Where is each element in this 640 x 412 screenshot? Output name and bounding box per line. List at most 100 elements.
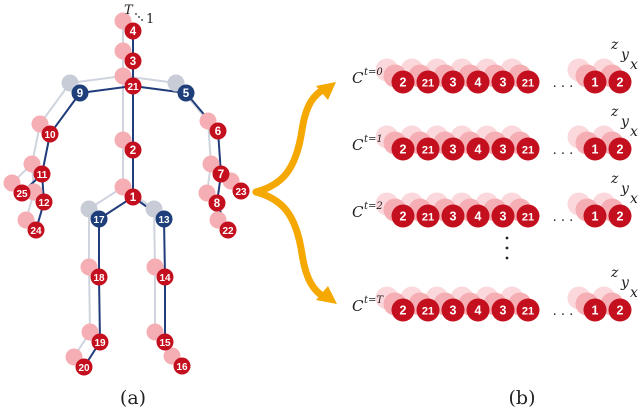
sequence-node (516, 204, 540, 228)
sequence-ellipsis: . . . (553, 304, 574, 319)
vertical-ellipsis-dot (505, 256, 509, 260)
sequence-node (491, 70, 515, 94)
time-label-1: 1 (146, 12, 154, 27)
sequence-node-label: 3 (500, 210, 507, 224)
sequence-node-label: 4 (475, 210, 482, 224)
joint-knee_r (90, 268, 108, 286)
sequence-node-label: 4 (475, 76, 482, 90)
axis-label-x: x (630, 191, 638, 207)
sequence-node (391, 137, 415, 161)
sequence-node (441, 70, 465, 94)
sequence-node-label: 1 (592, 304, 599, 318)
ghost-bone (153, 208, 156, 268)
joint-label-neck: 3 (130, 56, 136, 68)
sequence-node (466, 204, 490, 228)
sequence-node-label: 3 (500, 143, 507, 157)
vertical-ellipsis-dot (505, 246, 509, 250)
sequence-node (466, 137, 490, 161)
arrow-shaft-up (252, 84, 330, 196)
joint-handtip_l (219, 221, 237, 239)
sequence-node-label: 2 (617, 76, 624, 90)
ghost-bone (88, 266, 91, 333)
joint-label-handtip_r: 24 (30, 226, 42, 237)
axis-label-x: x (630, 124, 638, 140)
frame-label-superscript: t=0 (364, 67, 383, 78)
sequence-node (516, 70, 540, 94)
sequence-node (416, 204, 440, 228)
joint-label-ankle_l: 15 (159, 338, 171, 349)
sequence-node-label: 2 (617, 210, 624, 224)
axis-label-z: z (610, 265, 619, 281)
frame-label: C (352, 136, 364, 154)
joint-label-elbow_r: 10 (44, 130, 56, 141)
sequence-node (583, 137, 607, 161)
sequence-node-label: 21 (422, 78, 434, 90)
joint-label-knee_l: 14 (159, 273, 171, 284)
axis-label-y: y (620, 114, 630, 130)
joint-label-elbow_l: 6 (215, 126, 221, 138)
sequence-node (608, 137, 632, 161)
ghost-bone (69, 75, 124, 84)
sequence-node-label: 2 (617, 304, 624, 318)
sequence-ellipsis: . . . (553, 76, 574, 91)
joint-hand_r (35, 193, 53, 211)
joint-head (124, 22, 142, 40)
sequence-node (391, 70, 415, 94)
time-ellipsis-dot (135, 13, 137, 15)
sequence-node (391, 204, 415, 228)
ghost-bone (122, 75, 177, 84)
sequence-node-label: 2 (400, 76, 407, 90)
sequence-node-label: 21 (422, 145, 434, 157)
joint-label-thumb_l: 23 (235, 187, 247, 198)
sequence-node-label: 3 (450, 304, 457, 318)
joint-foot_l (173, 357, 191, 375)
time-ellipsis-dot (138, 16, 140, 18)
axis-label-z: z (610, 104, 619, 120)
joint-wrist_r (33, 165, 51, 183)
sequence-node (491, 137, 515, 161)
axis-label-x: x (630, 57, 638, 73)
joint-label-hip_l: 13 (158, 215, 170, 226)
sequence-ellipsis: . . . (553, 210, 574, 225)
sequence-node-label: 21 (522, 306, 534, 318)
sequence-node-label: 2 (617, 143, 624, 157)
joint-label-handtip_l: 22 (222, 226, 234, 237)
bone (79, 85, 134, 94)
sequence-node-label: 21 (522, 212, 534, 224)
axis-label-x: x (630, 285, 638, 301)
arrow-shaft-down (252, 188, 330, 302)
sequence-node-label: 1 (592, 76, 599, 90)
joint-foot_r (75, 358, 93, 376)
sequence-node (608, 70, 632, 94)
branch-arrows (252, 82, 337, 304)
arrow-head-up (316, 82, 336, 100)
sequence-node (516, 137, 540, 161)
joint-label-wrist_l: 7 (218, 169, 224, 181)
joint-spine_base (124, 188, 142, 206)
frame-label: C (352, 69, 364, 87)
sequence-ellipsis: . . . (553, 143, 574, 158)
sequence-node-label: 3 (450, 210, 457, 224)
caption-a: (a) (120, 387, 146, 409)
frame-label-superscript: t=T (364, 295, 384, 306)
joint-spine_mid (124, 141, 142, 159)
joint-label-knee_r: 18 (93, 273, 105, 284)
sequence-node-label: 3 (450, 76, 457, 90)
joint-label-hand_l: 8 (214, 198, 221, 210)
sequence-node-label: 2 (400, 210, 407, 224)
joint-ankle_r (91, 333, 109, 351)
sequence-node-label: 1 (592, 143, 599, 157)
axis-label-z: z (610, 171, 619, 187)
skeleton-panel-a: 4321219101112252456782322171819201314151… (3, 3, 250, 376)
joint-ankle_l (156, 333, 174, 351)
sequence-node-label: 21 (422, 306, 434, 318)
sequence-node (466, 70, 490, 94)
joint-label-hand_r: 12 (38, 198, 50, 209)
joint-label-hip_r: 17 (93, 215, 105, 226)
sequence-node-label: 3 (450, 143, 457, 157)
